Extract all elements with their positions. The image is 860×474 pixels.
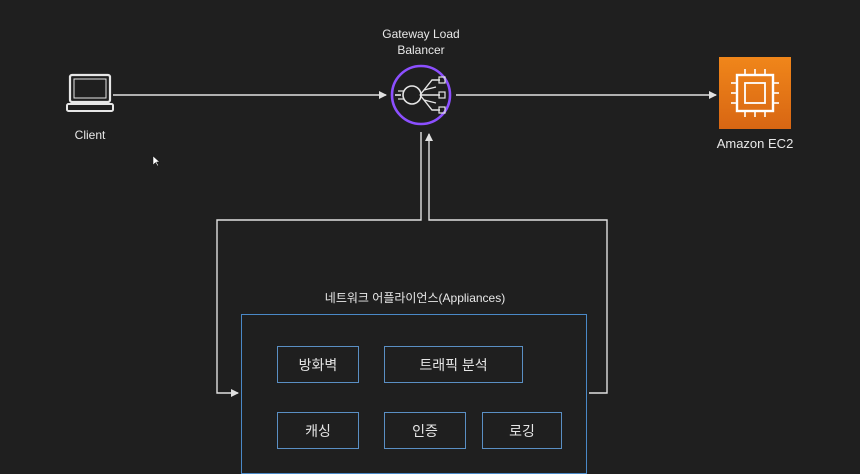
gwlb-label-line1: Gateway Load — [382, 27, 460, 41]
appliances-title: 네트워크 어플라이언스(Appliances) — [324, 291, 506, 305]
caching-box: 캐싱 — [277, 412, 359, 449]
gateway-load-balancer-icon — [390, 64, 452, 126]
laptop-icon — [66, 73, 114, 112]
traffic-analysis-box: 트래픽 분석 — [384, 346, 523, 383]
appliances-group — [241, 314, 587, 474]
firewall-box: 방화벽 — [277, 346, 359, 383]
ec2-instance-icon — [719, 57, 791, 129]
ec2-label: Amazon EC2 — [716, 136, 794, 151]
gwlb-to-appliances-arrow — [216, 132, 422, 397]
gwlb-label: Gateway Load Balancer — [361, 26, 481, 58]
appliances-to-gwlb-arrow — [425, 133, 608, 394]
logging-box: 로깅 — [482, 412, 562, 449]
mouse-pointer-icon — [152, 155, 161, 167]
client-label: Client — [74, 128, 106, 142]
ec2-chip-icon — [731, 69, 779, 117]
gwlb-label-line2: Balancer — [397, 43, 445, 57]
authentication-box: 인증 — [384, 412, 466, 449]
